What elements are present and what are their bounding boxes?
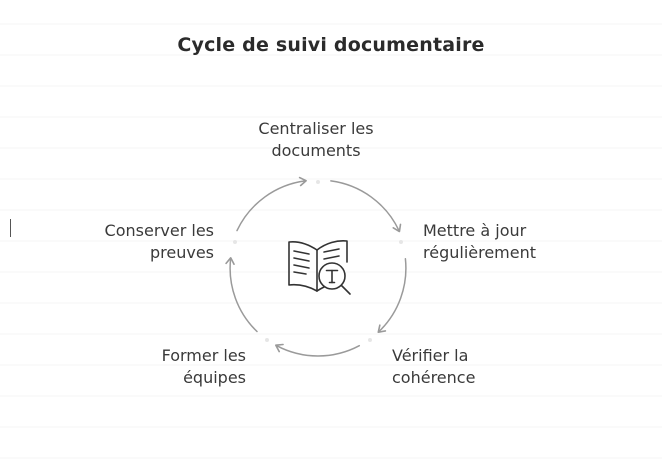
diagram-title: Cycle de suivi documentaire	[177, 34, 485, 56]
cycle-node-dot	[265, 338, 269, 342]
text-cursor	[10, 219, 11, 237]
cycle-arrow-2	[377, 258, 407, 333]
step-conserver-preuves: Conserver les preuves	[72, 220, 214, 264]
cycle-node-dot	[368, 338, 372, 342]
cycle-node-dot	[233, 240, 237, 244]
cycle-node-dot	[399, 240, 403, 244]
cycle-arrow-1	[330, 180, 402, 233]
open-book-with-magnifier-icon	[288, 240, 351, 295]
step-mettre-a-jour: Mettre à jour régulièrement	[423, 220, 536, 264]
step-verifier-coherence: Vérifier la cohérence	[392, 345, 475, 389]
step-label-line: Former les	[161, 346, 246, 365]
step-label-line: Centraliser les	[258, 119, 374, 138]
step-label-line: Vérifier la	[392, 346, 469, 365]
step-former-equipes: Former les équipes	[106, 345, 246, 389]
step-label-line: Conserver les	[104, 221, 214, 240]
cycle-arrow-3	[275, 343, 361, 357]
step-centraliser-documents: Centraliser les documents	[236, 118, 396, 162]
step-label-line: preuves	[149, 243, 214, 262]
cycle-node-dot	[316, 180, 320, 184]
step-label-line: régulièrement	[423, 243, 537, 262]
step-label-line: équipes	[183, 368, 246, 387]
cycle-arrow-5	[236, 176, 307, 232]
step-label-line: Mettre à jour	[423, 221, 527, 240]
step-label-line: cohérence	[392, 368, 476, 387]
cycle-arrow-4	[225, 257, 258, 333]
step-label-line: documents	[271, 141, 361, 160]
